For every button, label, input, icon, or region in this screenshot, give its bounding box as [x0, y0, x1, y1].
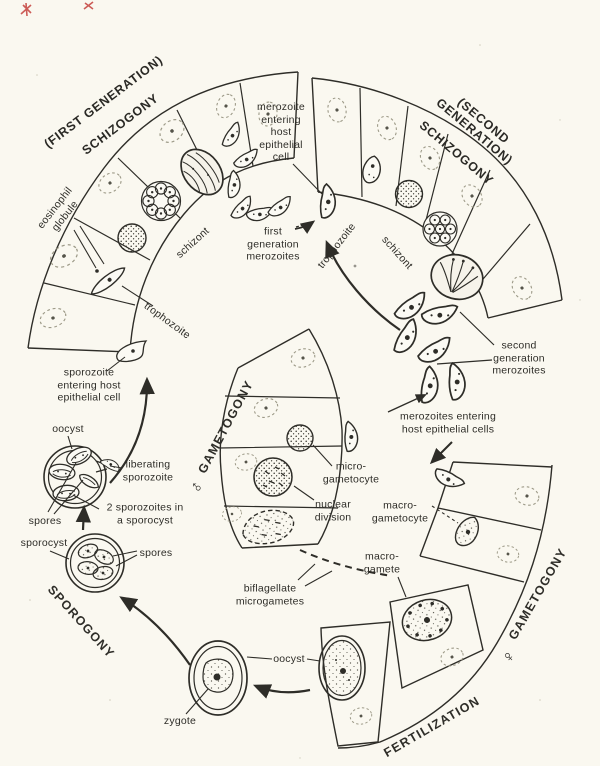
spores-upper-label: spores — [28, 514, 62, 527]
spores-lower-label: spores — [139, 546, 173, 559]
leader-lines — [47, 163, 459, 715]
paper-specks — [29, 44, 581, 759]
second-generation-cells — [325, 95, 537, 304]
dividing-microgametocyte — [253, 457, 293, 497]
rosette-schizont — [140, 180, 182, 222]
macro-gametocyte-label: macro- gametocyte — [371, 499, 429, 525]
merozoites-entering-host-label: merozoites entering host epithelial cell… — [399, 410, 497, 436]
second-generation-merozoites-label: second generation merozoites — [492, 339, 546, 377]
micro-gametocyte-label: micro- gametocyte — [322, 460, 380, 486]
sporulated-oocyst — [43, 442, 122, 509]
merozoite-entering-host-label: merozoite entering host epithelial cell — [257, 100, 305, 163]
biflagellate-microgametes-label: biflagellate microgametes — [235, 582, 305, 608]
male-gametogony-band — [218, 328, 343, 549]
micro-gametocyte-cell — [286, 424, 314, 452]
mature-schizont-second — [430, 253, 484, 301]
sporocyst-circle — [65, 533, 125, 593]
macro-gamete-label: macro- gamete — [363, 550, 401, 576]
merozoite-entering-cell — [317, 182, 339, 220]
nuclear-division-label: nuclear division — [314, 498, 352, 524]
first-generation-cells — [36, 91, 280, 332]
female-gametogony-cells — [318, 465, 542, 727]
mature-microgametocyte — [242, 509, 295, 545]
first-generation-band — [27, 71, 299, 353]
zygote-oocyst — [188, 640, 248, 716]
liberating-sporozoite-label: liberating sporozoite — [122, 458, 174, 484]
eosinophil-globule-dot — [95, 269, 99, 273]
macro-gametocyte-cell — [454, 516, 480, 547]
zygote-label: zygote — [163, 714, 197, 727]
two-sporozoites-label: 2 sporozoites in a sporocyst — [106, 501, 184, 527]
macro-gamete-cell — [401, 598, 453, 642]
merozoite-entering-male-cell — [343, 420, 359, 453]
oocyst-lower-label: oocyst — [273, 652, 305, 665]
arrows — [75, 220, 495, 699]
red-pen-marks — [20, 1, 94, 17]
first-generation-merozoites-label: first generation merozoites — [246, 225, 300, 263]
mature-schizont-first — [180, 148, 224, 196]
oocyst-upper-label: oocyst — [52, 422, 84, 435]
sporocyst-label: sporocyst — [20, 536, 68, 549]
second-generation-merozoites-cluster — [390, 289, 466, 406]
rosette-schizont-second — [422, 211, 458, 247]
trophozoite-second-cell — [362, 155, 381, 184]
oocyst-in-cell — [318, 635, 366, 701]
male-symbol: ♂ — [187, 480, 206, 494]
sporozoite-entering-host-label: sporozoite entering host epithelial cell — [57, 366, 121, 404]
male-gametogony-cells — [220, 345, 318, 545]
